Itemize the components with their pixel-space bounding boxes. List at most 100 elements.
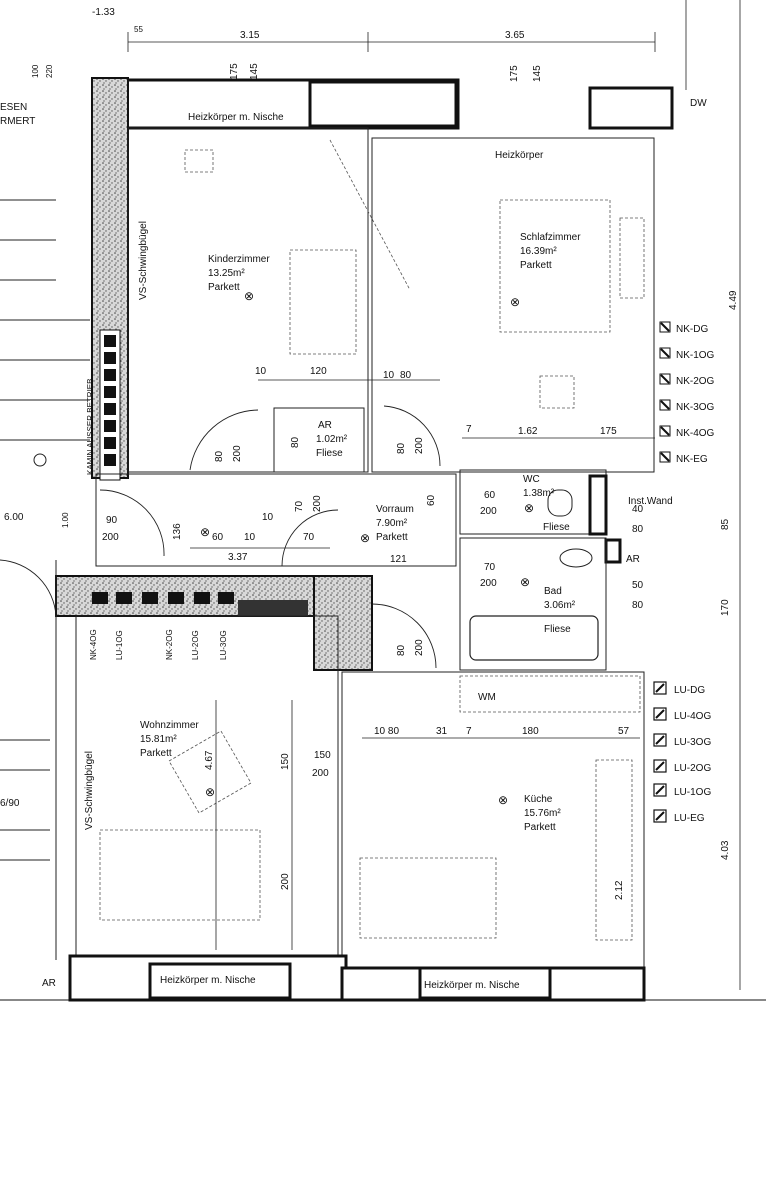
dim-top-2: 3.65 — [505, 30, 525, 41]
ar-area: 1.02m² — [316, 434, 348, 445]
vorraum-floor: Parkett — [376, 532, 408, 543]
dim-left-220: 220 — [45, 64, 54, 78]
dim-80-200d: 80 — [396, 644, 407, 656]
heizkoerper-nische-bottom-right: Heizkörper m. Nische — [424, 980, 520, 991]
room-kinderzimmer: Kinderzimmer 13.25m² Parkett ⊗ VS-Schwin… — [127, 127, 411, 473]
dim-right-170: 170 — [720, 599, 731, 616]
shaft-upper-0: NK-DG — [676, 324, 708, 335]
dim-80-200c: 80 — [396, 442, 407, 454]
dim-50: 50 — [632, 580, 644, 591]
doors — [0, 405, 441, 669]
dw-label: DW — [690, 98, 707, 109]
schlafzimmer-name: Schlafzimmer — [520, 232, 581, 243]
right-dimension: 4.49 85 170 4.03 — [685, 0, 741, 990]
dim-200i: 200 — [280, 873, 291, 890]
shaft-living-4: LU-3OG — [219, 630, 228, 660]
dim-1080: 10 80 — [374, 726, 399, 737]
wohnzimmer-area: 15.81m² — [140, 734, 177, 745]
dim-70: 70 — [303, 532, 315, 543]
dim-60-200: 60 — [484, 490, 496, 501]
wohnzimmer-floor: Parkett — [140, 748, 172, 759]
ceiling-light-icon: ⊗ — [498, 793, 508, 807]
dim-10b: 10 — [383, 370, 395, 381]
shaft-lower-2: LU-3OG — [674, 737, 711, 748]
ar-right-label: AR — [626, 554, 640, 565]
dim-7b: 7 — [466, 726, 472, 737]
dim-40: 40 — [632, 504, 644, 515]
dim-200j: 200 — [312, 768, 329, 779]
ceiling-light-icon: ⊗ — [244, 289, 254, 303]
ceiling-light-icon: ⊗ — [520, 575, 530, 589]
shafts-living: NK-4OG LU-1OG NK-2OG LU-2OG LU-3OG — [89, 629, 228, 660]
kamin-stack: KAMIN AUSSER BETRIEB — [86, 329, 121, 481]
ceiling-light-icon: ⊗ — [510, 295, 520, 309]
dim-top-1: 3.15 — [240, 30, 260, 41]
ceiling-light-icon: ⊗ — [524, 501, 534, 515]
room-kueche: Küche 15.76m² Parkett ⊗ WM 10 80 31 7 18… — [341, 671, 645, 969]
room-ar: AR 1.02m² Fliese 120 10 10 80 80 — [255, 366, 440, 473]
kamin-label: KAMIN AUSSER BETRIEB — [86, 379, 95, 475]
dim-467: 4.67 — [204, 750, 215, 770]
shaft-lower-3: LU-2OG — [674, 763, 711, 774]
shaft-upper-5: NK-EG — [676, 454, 708, 465]
vorraum-area: 7.90m² — [376, 518, 408, 529]
dim-70-200a: 70 — [294, 500, 305, 512]
schwingbuegel-top: VS-Schwingbügel — [138, 221, 149, 300]
dim-top-55: 55 — [134, 25, 143, 34]
dim-100r: 1.00 — [61, 512, 70, 528]
shafts-lower: LU-DG LU-4OG LU-3OG LU-2OG LU-1OG LU-EG — [653, 681, 711, 824]
wc-floor: Fliese — [543, 522, 570, 533]
dim-60: 60 — [426, 494, 437, 506]
wc-area: 1.38m² — [523, 488, 555, 499]
left-partial-2: RMERT — [0, 116, 35, 127]
kinderzimmer-area: 13.25m² — [208, 268, 245, 279]
dim-145b: 145 — [532, 65, 543, 82]
dim-200d: 200 — [312, 495, 323, 512]
shaft-upper-3: NK-3OG — [676, 402, 715, 413]
dim-145a: 145 — [249, 63, 260, 80]
dim-80b: 80 — [632, 524, 644, 535]
bottom-wall: Heizkörper m. Nische Heizkörper m. Nisch… — [0, 798, 766, 1002]
shaft-living-0: NK-4OG — [89, 629, 98, 660]
dim-right-449: 4.49 — [728, 290, 739, 310]
dim-200h: 200 — [414, 639, 425, 656]
wohnzimmer-name: Wohnzimmer — [140, 720, 199, 731]
vorraum-name: Vorraum — [376, 504, 414, 515]
level-marker: -1.33 — [92, 7, 115, 18]
kueche-name: Küche — [524, 794, 553, 805]
shaft-upper-1: NK-1OG — [676, 350, 715, 361]
ar-floor: Fliese — [316, 448, 343, 459]
dim-80-ar: 80 — [290, 436, 301, 448]
kinderzimmer-floor: Parkett — [208, 282, 240, 293]
top-dimension: 3.15 3.65 55 175 145 175 145 -1.33 100 2… — [31, 7, 656, 82]
kinderzimmer-name: Kinderzimmer — [208, 254, 270, 265]
dim-120: 120 — [310, 366, 327, 377]
dim-180: 180 — [522, 726, 539, 737]
shaft-living-2: NK-2OG — [165, 629, 174, 660]
dim-162: 1.62 — [518, 426, 538, 437]
kueche-area: 15.76m² — [524, 808, 561, 819]
room-bad: Bad 3.06m² Fliese ⊗ 70 200 — [459, 537, 607, 671]
heizkoerper-nische-bottom-left: Heizkörper m. Nische — [160, 975, 256, 986]
top-wall: Heizkörper m. Nische Heizkörper DW ESEN … — [0, 77, 707, 479]
dim-90: 90 — [106, 515, 118, 526]
schlafzimmer-area: 16.39m² — [520, 246, 557, 257]
dim-10c: 10 — [244, 532, 256, 543]
shaft-upper-4: NK-4OG — [676, 428, 715, 439]
dim-136: 136 — [172, 523, 183, 540]
shaft-upper-2: NK-2OG — [676, 376, 715, 387]
dim-175a: 175 — [229, 63, 240, 80]
left-partial-1: ESEN — [0, 102, 27, 113]
ceiling-light-icon: ⊗ — [200, 525, 210, 539]
heizkoerper-nische-top: Heizkörper m. Nische — [188, 112, 284, 123]
shaft-lower-5: LU-EG — [674, 813, 705, 824]
dim-80c: 80 — [632, 600, 644, 611]
room-wc: WC 1.38m² Fliese ⊗ 60 200 — [459, 469, 607, 535]
heizkoerper-top: Heizkörper — [495, 150, 544, 161]
shaft-lower-1: LU-4OG — [674, 711, 711, 722]
dim-600: 6.00 — [4, 512, 24, 523]
ceiling-light-icon: ⊗ — [360, 531, 370, 545]
kueche-floor: Parkett — [524, 822, 556, 833]
dim-31: 31 — [436, 726, 448, 737]
